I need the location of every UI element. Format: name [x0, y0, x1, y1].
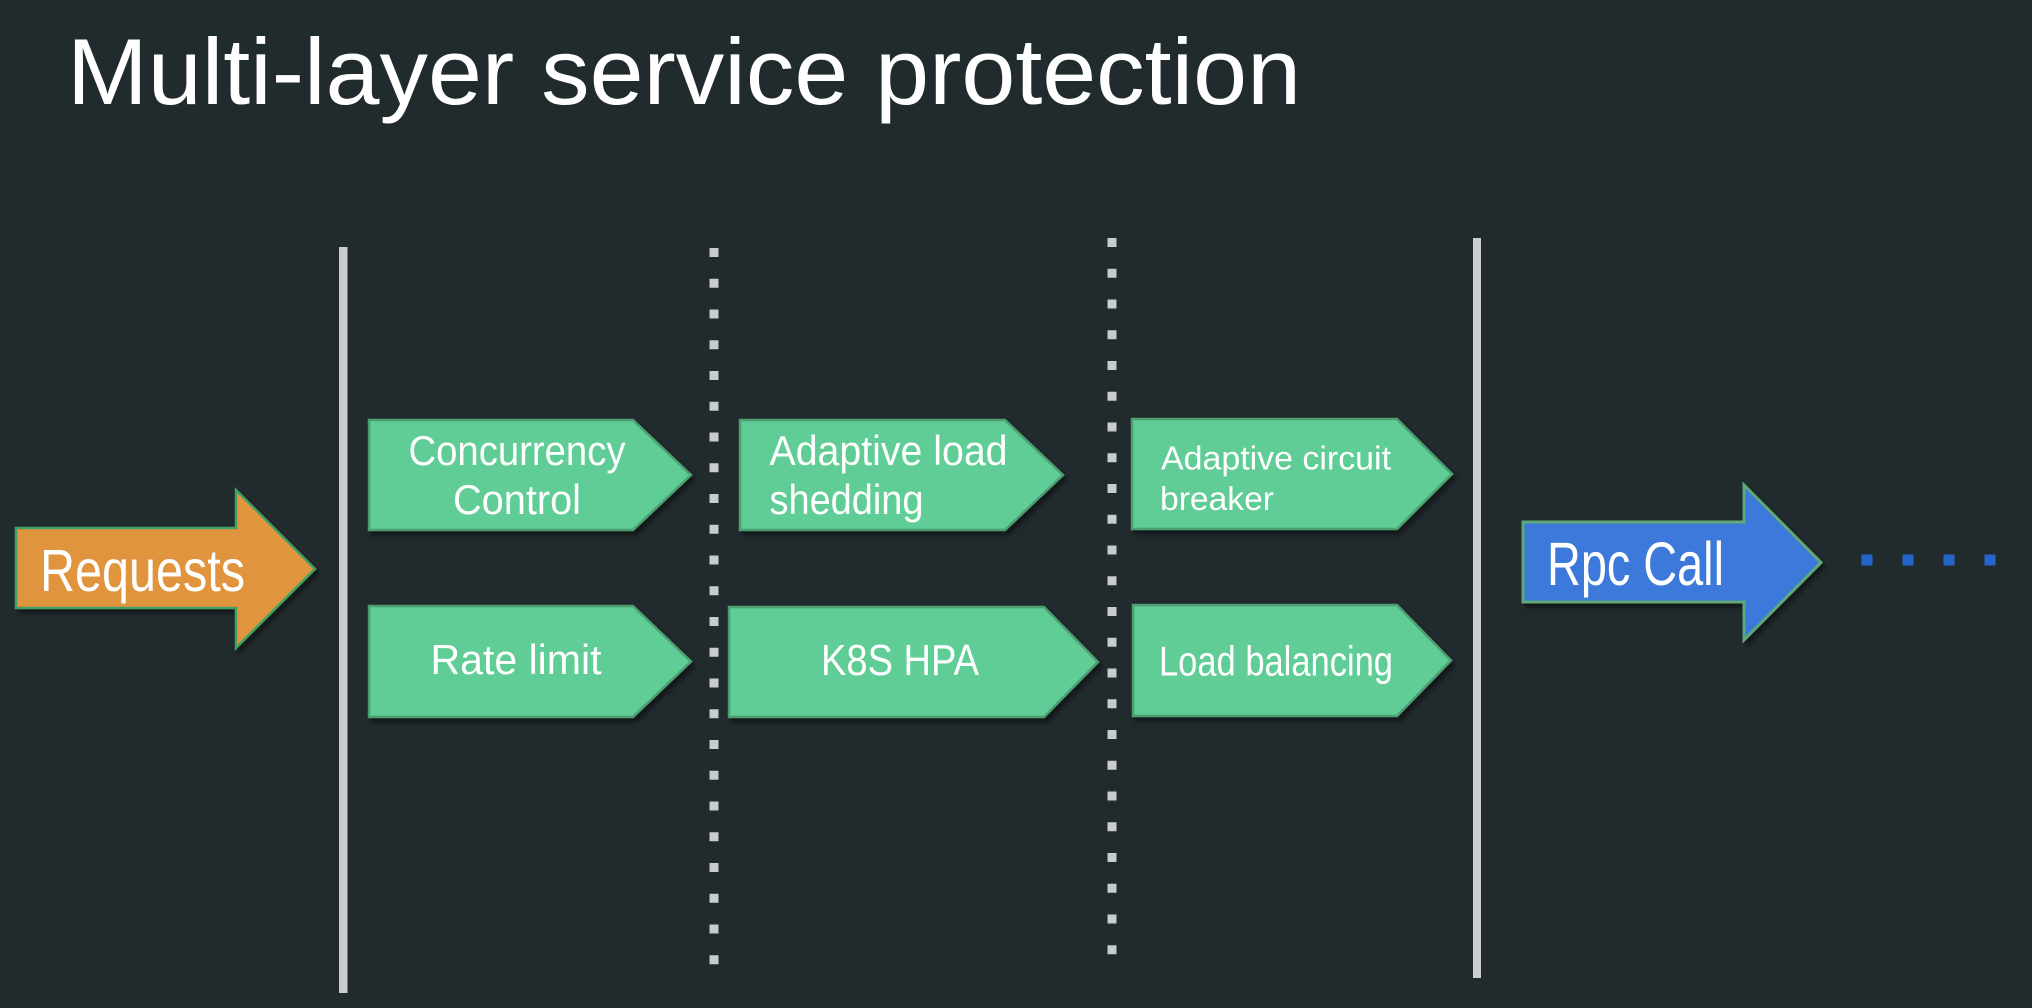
svg-text:Concurrency: Concurrency — [409, 428, 626, 474]
svg-text:Multi-layer service protection: Multi-layer service protection — [67, 19, 1301, 124]
svg-text:Control: Control — [453, 477, 581, 523]
svg-text:Rpc Call: Rpc Call — [1547, 530, 1724, 598]
svg-text:K8S HPA: K8S HPA — [821, 636, 980, 685]
svg-text:Requests: Requests — [40, 537, 245, 604]
svg-text:breaker: breaker — [1160, 481, 1274, 518]
svg-text:Load balancing: Load balancing — [1159, 638, 1393, 684]
svg-text:Adaptive circuit: Adaptive circuit — [1161, 440, 1392, 477]
svg-text:shedding: shedding — [770, 477, 924, 523]
svg-text:Adaptive load: Adaptive load — [770, 428, 1008, 474]
svg-text:Rate limit: Rate limit — [431, 637, 603, 683]
